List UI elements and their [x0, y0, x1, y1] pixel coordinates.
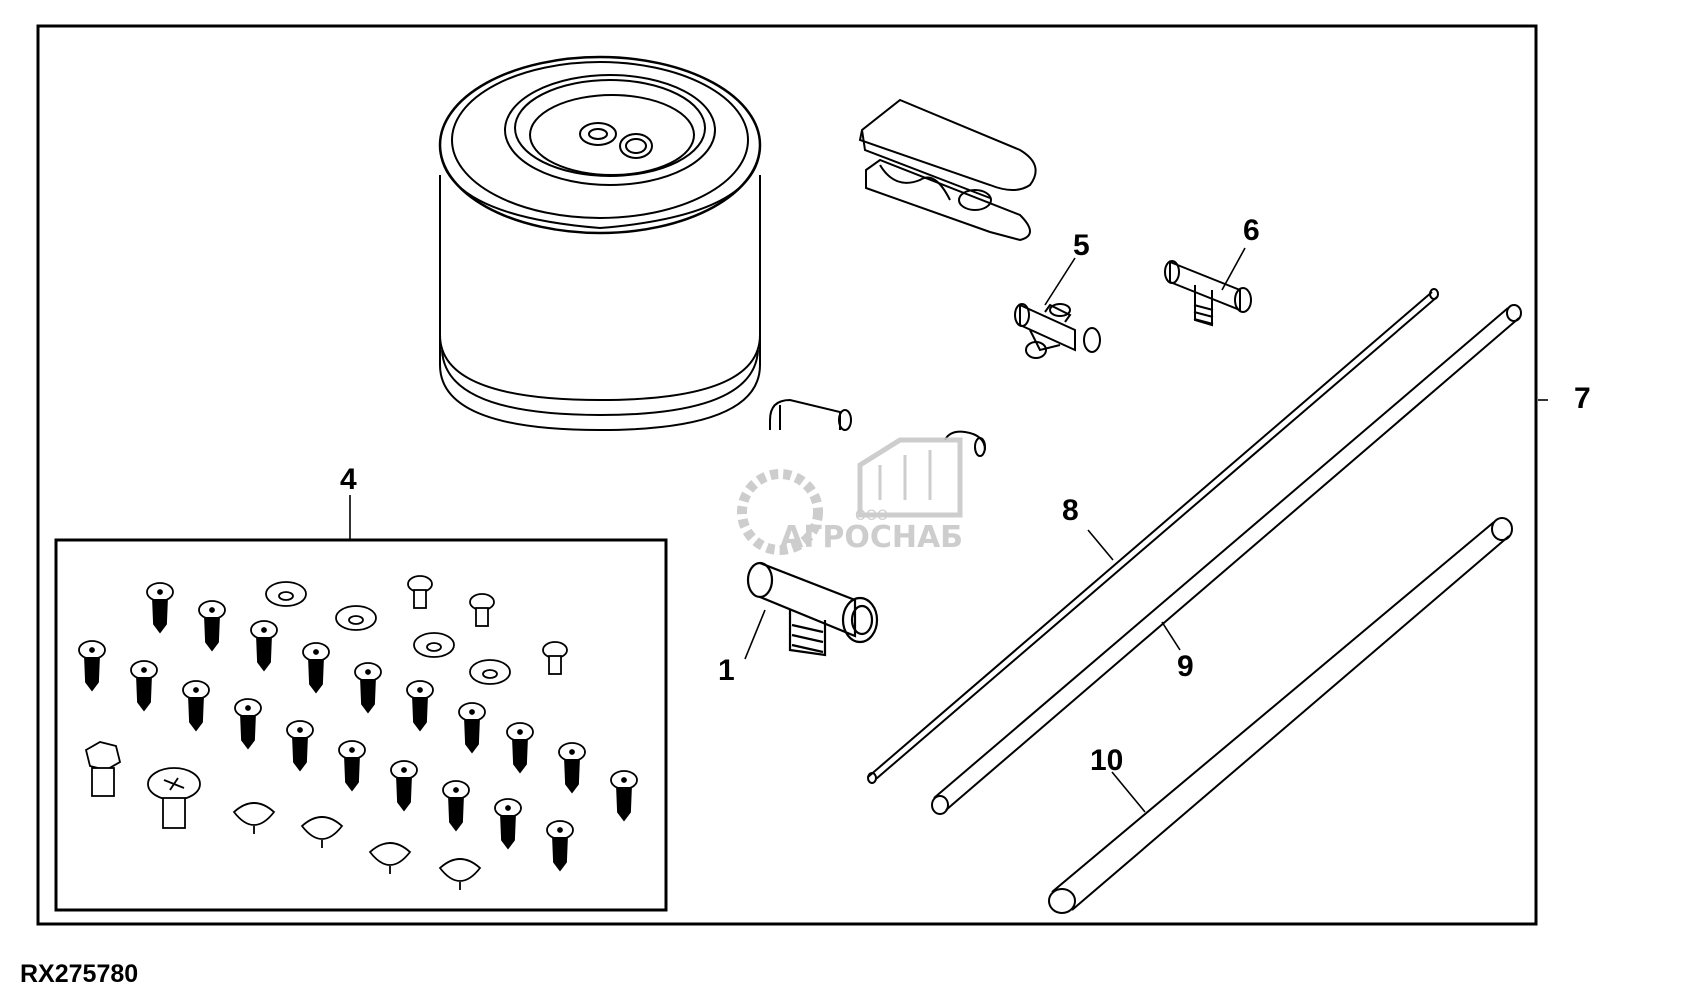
leader-lines — [349, 247, 1548, 813]
callout-4: 4 — [340, 463, 357, 496]
push-pin — [542, 641, 568, 675]
screw — [558, 742, 586, 794]
screw — [546, 820, 574, 872]
screw — [250, 620, 278, 672]
callout-10: 10 — [1090, 744, 1123, 777]
callout-7: 7 — [1574, 382, 1591, 415]
screw — [610, 770, 638, 822]
push-pin — [469, 593, 495, 627]
tee-fitting-6 — [1164, 260, 1252, 327]
plastic-rivet — [368, 842, 412, 874]
push-pin — [407, 575, 433, 609]
screw — [130, 660, 158, 712]
callout-8: 8 — [1062, 494, 1079, 527]
screw — [390, 760, 418, 812]
screw — [198, 600, 226, 652]
watermark-prefix: ООО — [855, 508, 888, 524]
tube-cutter-tool — [858, 98, 1037, 242]
screw — [338, 740, 366, 792]
hardware-kit-items — [78, 575, 638, 890]
washer — [413, 632, 455, 658]
screw — [234, 698, 262, 750]
partial-fitting — [944, 430, 986, 457]
washer — [265, 581, 307, 607]
watermark-logo: ООО АГРОСНАБ — [737, 437, 963, 555]
screw — [286, 720, 314, 772]
outer-frame — [36, 24, 1538, 926]
screw — [78, 640, 106, 692]
tube-10 — [1048, 517, 1513, 914]
washer — [469, 659, 511, 685]
tube-8 — [867, 288, 1439, 784]
screw — [302, 642, 330, 694]
tube-9 — [931, 304, 1522, 815]
plastic-rivet — [438, 858, 482, 890]
watermark-name: АГРОСНАБ — [780, 520, 963, 555]
washer — [335, 605, 377, 631]
hex-bolt — [84, 741, 122, 797]
screw — [506, 722, 534, 774]
tee-fitting-5 — [1014, 303, 1101, 359]
plastic-rivet — [232, 802, 276, 834]
callout-5: 5 — [1073, 229, 1090, 262]
phillips-screw — [147, 767, 201, 829]
tee-fitting-1 — [746, 561, 879, 657]
elbow-fitting — [769, 398, 852, 431]
callout-6: 6 — [1243, 214, 1260, 247]
screw — [354, 662, 382, 714]
screw — [494, 798, 522, 850]
screw — [458, 702, 486, 754]
screw — [442, 780, 470, 832]
screw — [146, 582, 174, 634]
callout-1: 1 — [718, 654, 735, 687]
reservoir-tank — [438, 55, 762, 432]
screw — [182, 680, 210, 732]
figure-reference-code: RX275780 — [20, 960, 138, 988]
plastic-rivet — [300, 816, 344, 848]
hardware-kit-box — [54, 538, 668, 912]
callout-9: 9 — [1177, 650, 1194, 683]
screw — [406, 680, 434, 732]
